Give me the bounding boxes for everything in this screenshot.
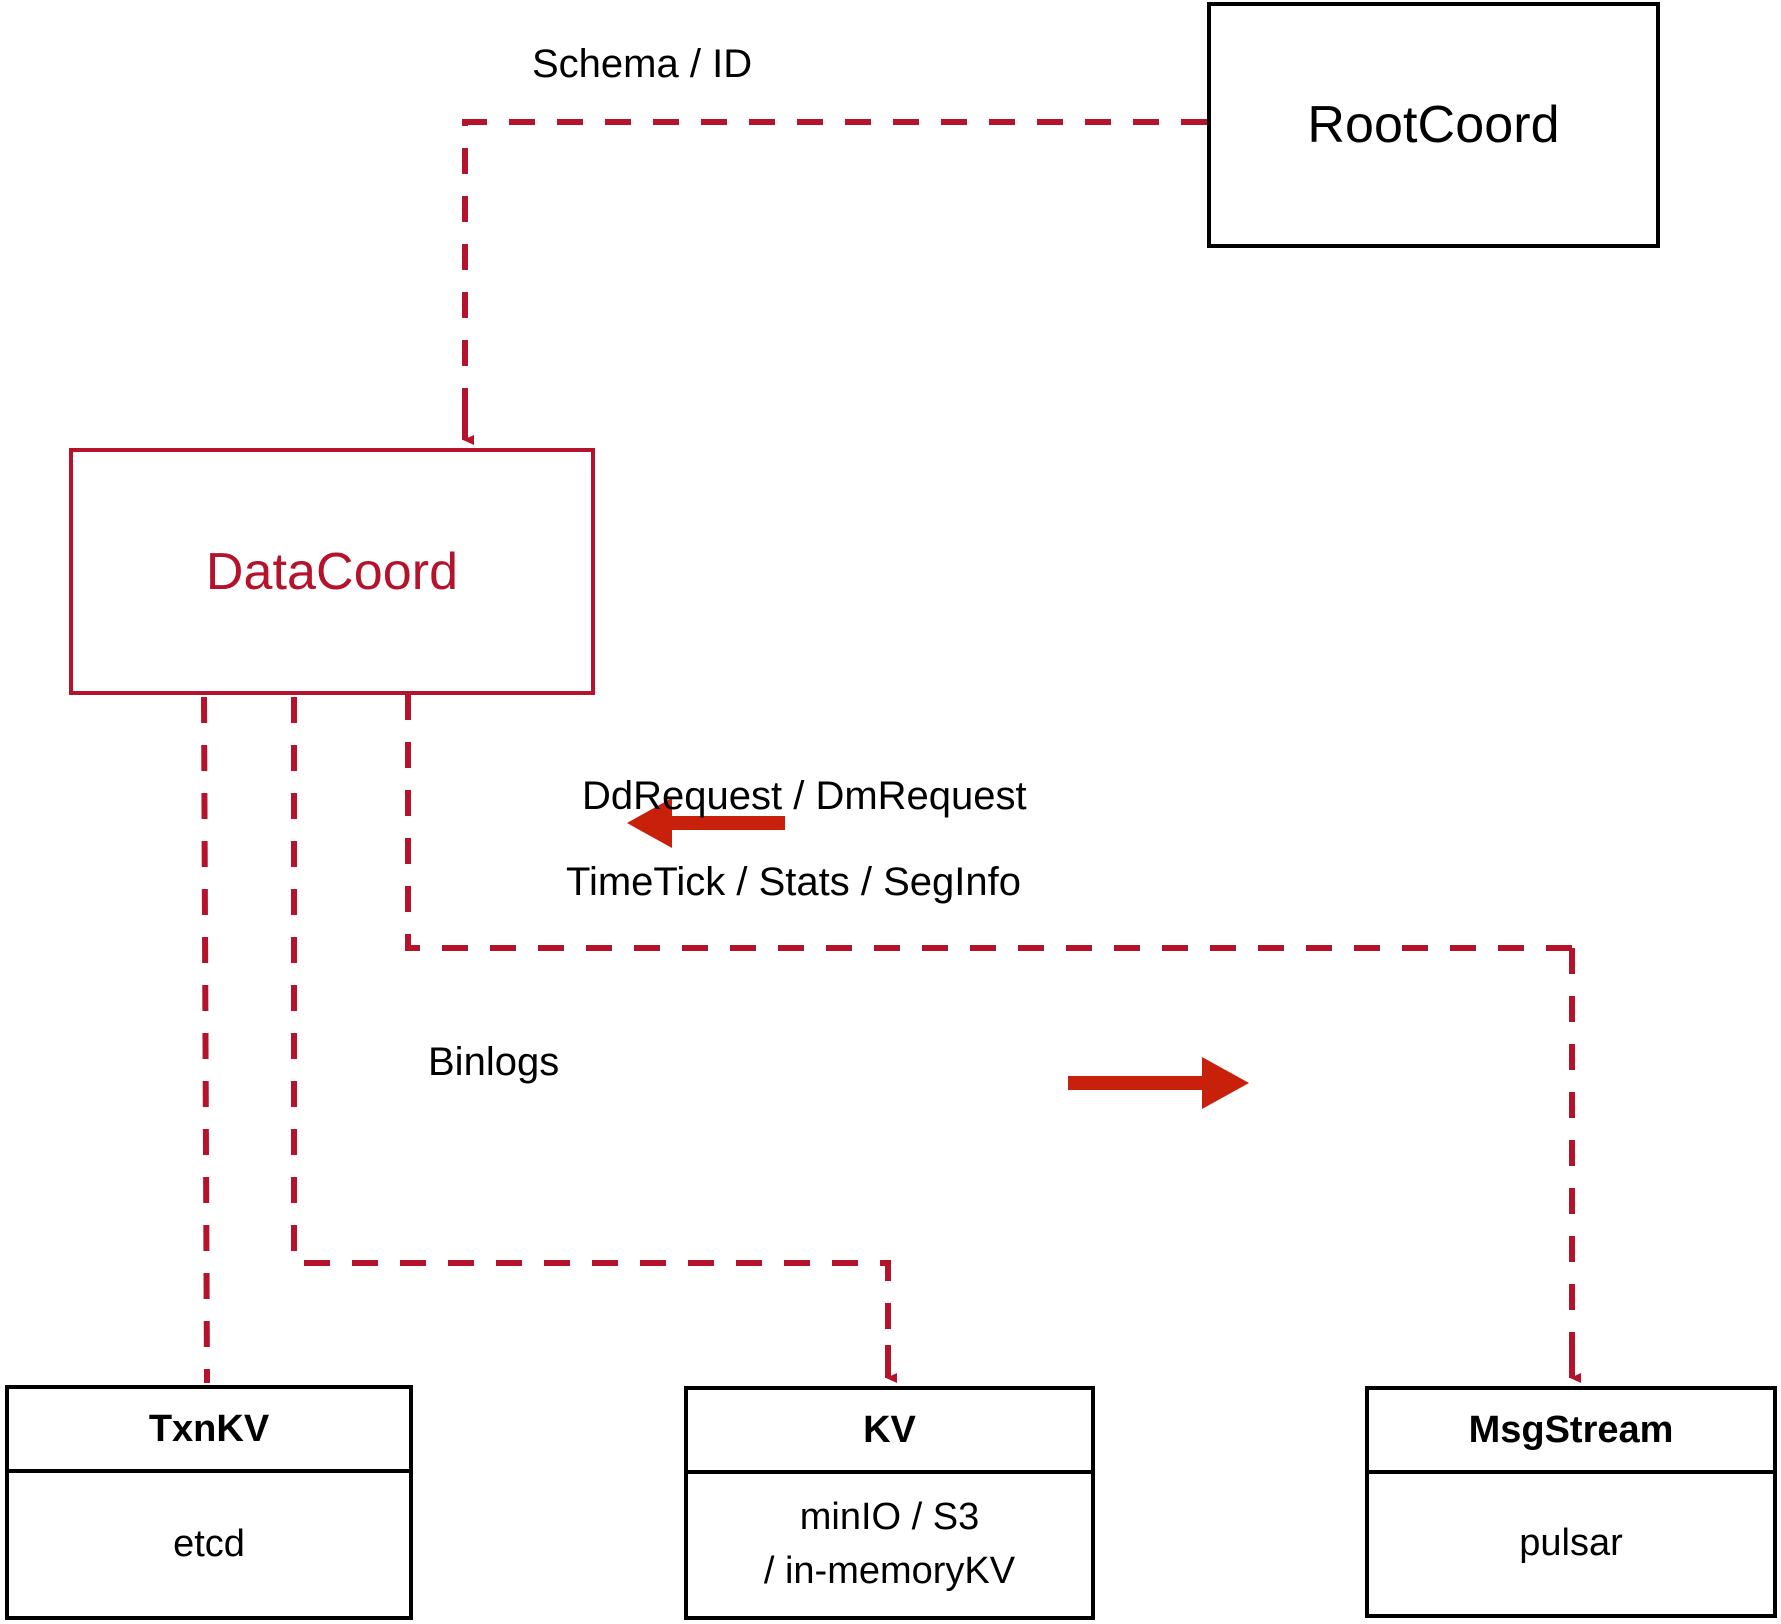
- node-txnkv-impl-line1: etcd: [173, 1522, 245, 1565]
- edge-datacoord-to-txnkv: [201, 696, 210, 1384]
- node-kv[interactable]: KV minIO / S3 / in-memoryKV: [684, 1386, 1095, 1620]
- edge-label-binlogs: Binlogs: [428, 1040, 560, 1084]
- node-kv-title: KV: [688, 1390, 1091, 1474]
- node-txnkv[interactable]: TxnKV etcd: [5, 1385, 413, 1620]
- edge-label-dd-dm-request: DdRequest / DmRequest: [582, 774, 1027, 818]
- node-kv-body: minIO / S3 / in-memoryKV: [688, 1474, 1091, 1616]
- node-msgstream-title: MsgStream: [1369, 1390, 1773, 1474]
- node-msgstream-body: pulsar: [1369, 1474, 1773, 1614]
- edge-rootcoord-to-datacoord: [462, 119, 1207, 445]
- node-rootcoord[interactable]: RootCoord: [1207, 2, 1660, 248]
- node-txnkv-title: TxnKV: [9, 1389, 409, 1473]
- edge-label-schema-id: Schema / ID: [532, 42, 753, 86]
- node-msgstream-impl-line1: pulsar: [1519, 1522, 1623, 1565]
- node-datacoord[interactable]: DataCoord: [69, 448, 595, 695]
- node-msgstream[interactable]: MsgStream pulsar: [1365, 1386, 1777, 1618]
- outbound-direction-arrow-icon: [1068, 1057, 1249, 1109]
- node-kv-impl-line1: minIO / S3: [799, 1496, 980, 1539]
- node-txnkv-body: etcd: [9, 1473, 409, 1616]
- node-kv-impl-line2: / in-memoryKV: [763, 1550, 1016, 1592]
- node-datacoord-label: DataCoord: [205, 542, 459, 601]
- node-rootcoord-label: RootCoord: [1307, 96, 1560, 154]
- edge-label-timetick-stats-seginfo: TimeTick / Stats / SegInfo: [566, 860, 1021, 904]
